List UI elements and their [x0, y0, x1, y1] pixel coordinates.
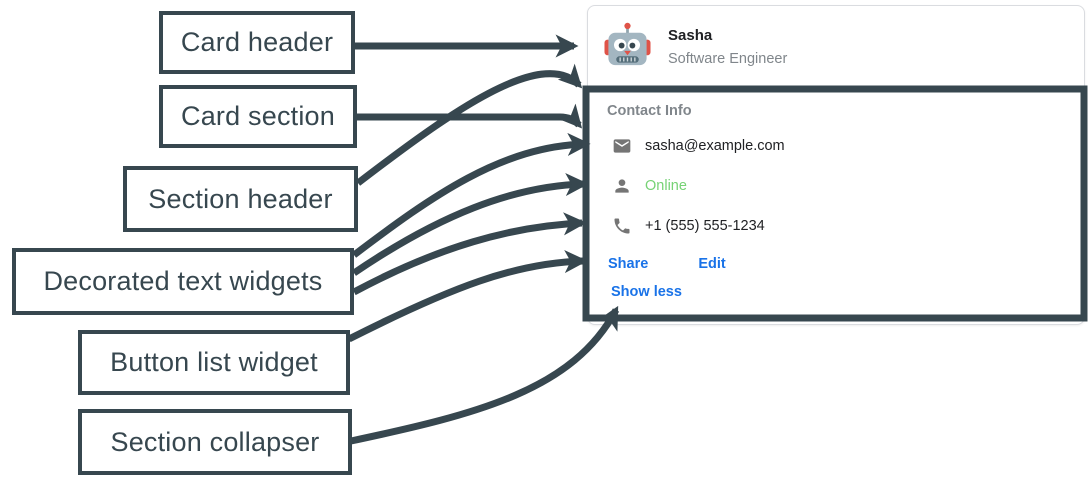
label-button-list-widget: Button list widget	[78, 330, 350, 395]
section-collapser-button[interactable]: Show less	[611, 284, 682, 300]
arrow-decorated-text-3	[352, 212, 587, 296]
robot-avatar-icon	[604, 22, 651, 66]
section-header: Contact Info	[607, 103, 692, 119]
phone-icon	[614, 218, 630, 234]
decorated-text-status: Online	[612, 174, 687, 198]
arrow-section-collapser	[350, 305, 620, 445]
arrow-card-section	[357, 103, 583, 129]
email-text: sasha@example.com	[645, 138, 785, 154]
person-icon	[615, 179, 629, 193]
arrow-button-list	[347, 250, 588, 343]
arrow-decorated-text-1	[351, 132, 591, 258]
card-subtitle: Software Engineer	[668, 51, 788, 67]
card-header-area: Sasha Software Engineer	[588, 6, 1084, 86]
label-card-header: Card header	[159, 11, 355, 74]
button-list: Share Edit	[608, 256, 726, 272]
card-title: Sasha	[668, 27, 713, 44]
decorated-text-email: sasha@example.com	[612, 134, 785, 158]
label-decorated-text-widgets: Decorated text widgets	[12, 248, 354, 315]
share-button[interactable]: Share	[608, 256, 649, 272]
label-section-collapser: Section collapser	[78, 409, 352, 475]
status-text: Online	[645, 178, 687, 194]
phone-text: +1 (555) 555-1234	[645, 218, 765, 234]
arrow-section-header	[355, 63, 583, 186]
contact-card: Sasha Software Engineer Contact Info sas…	[587, 5, 1085, 325]
email-icon	[613, 139, 631, 153]
arrow-decorated-text-2	[352, 172, 589, 276]
label-section-header: Section header	[123, 166, 358, 232]
decorated-text-phone: +1 (555) 555-1234	[612, 214, 765, 238]
edit-button[interactable]: Edit	[698, 256, 726, 272]
label-card-section: Card section	[159, 85, 357, 148]
